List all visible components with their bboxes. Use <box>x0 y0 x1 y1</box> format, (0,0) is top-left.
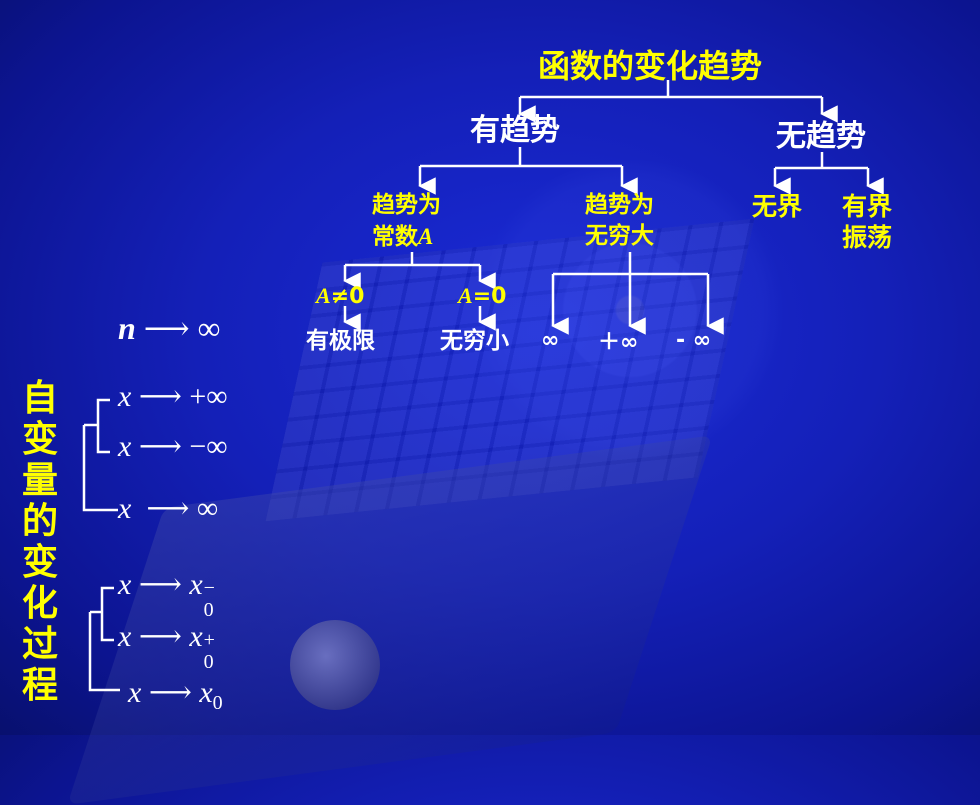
infinity-label: ∞ <box>541 328 560 353</box>
no-trend-label: 无趋势 <box>776 119 866 154</box>
has-limit-label: 有极限 <box>306 328 375 354</box>
trend-const-line1: 趋势为 <box>372 192 441 218</box>
oscillation-line2: 振荡 <box>842 223 893 252</box>
unbounded-label: 无界 <box>752 192 803 221</box>
cond-nonzero: A≠0 <box>316 283 365 309</box>
oscillation-line1: 有界 <box>842 192 893 221</box>
trend-const-line2: 常数A <box>372 224 434 250</box>
trend-inf-line1: 趋势为 <box>585 192 654 218</box>
infinitesimal-label: 无穷小 <box>440 328 509 354</box>
pos-infinity-label: ＋∞ <box>598 330 639 355</box>
trend-inf-line2: 无穷大 <box>585 223 654 249</box>
root-title: 函数的变化趋势 <box>538 47 763 85</box>
process-x-point: x ⟶ x0 <box>128 676 223 714</box>
process-n-infinity: n ⟶ ∞ <box>118 310 221 346</box>
process-x-right-limit: x ⟶ x+0 <box>118 620 215 673</box>
process-x-pos-infinity: x ⟶ +∞ <box>118 380 228 413</box>
cond-zero: A=0 <box>458 283 507 309</box>
neg-infinity-label: - ∞ <box>676 328 712 353</box>
tree-connectors <box>343 105 884 335</box>
process-x-infinity: x ⟶ ∞ <box>118 492 219 525</box>
process-heading: 自变量的变化过程 <box>21 378 58 706</box>
process-x-left-limit: x ⟶ x−0 <box>118 568 215 621</box>
process-x-neg-infinity: x ⟶ −∞ <box>118 430 228 463</box>
has-trend-label: 有趋势 <box>470 113 560 148</box>
